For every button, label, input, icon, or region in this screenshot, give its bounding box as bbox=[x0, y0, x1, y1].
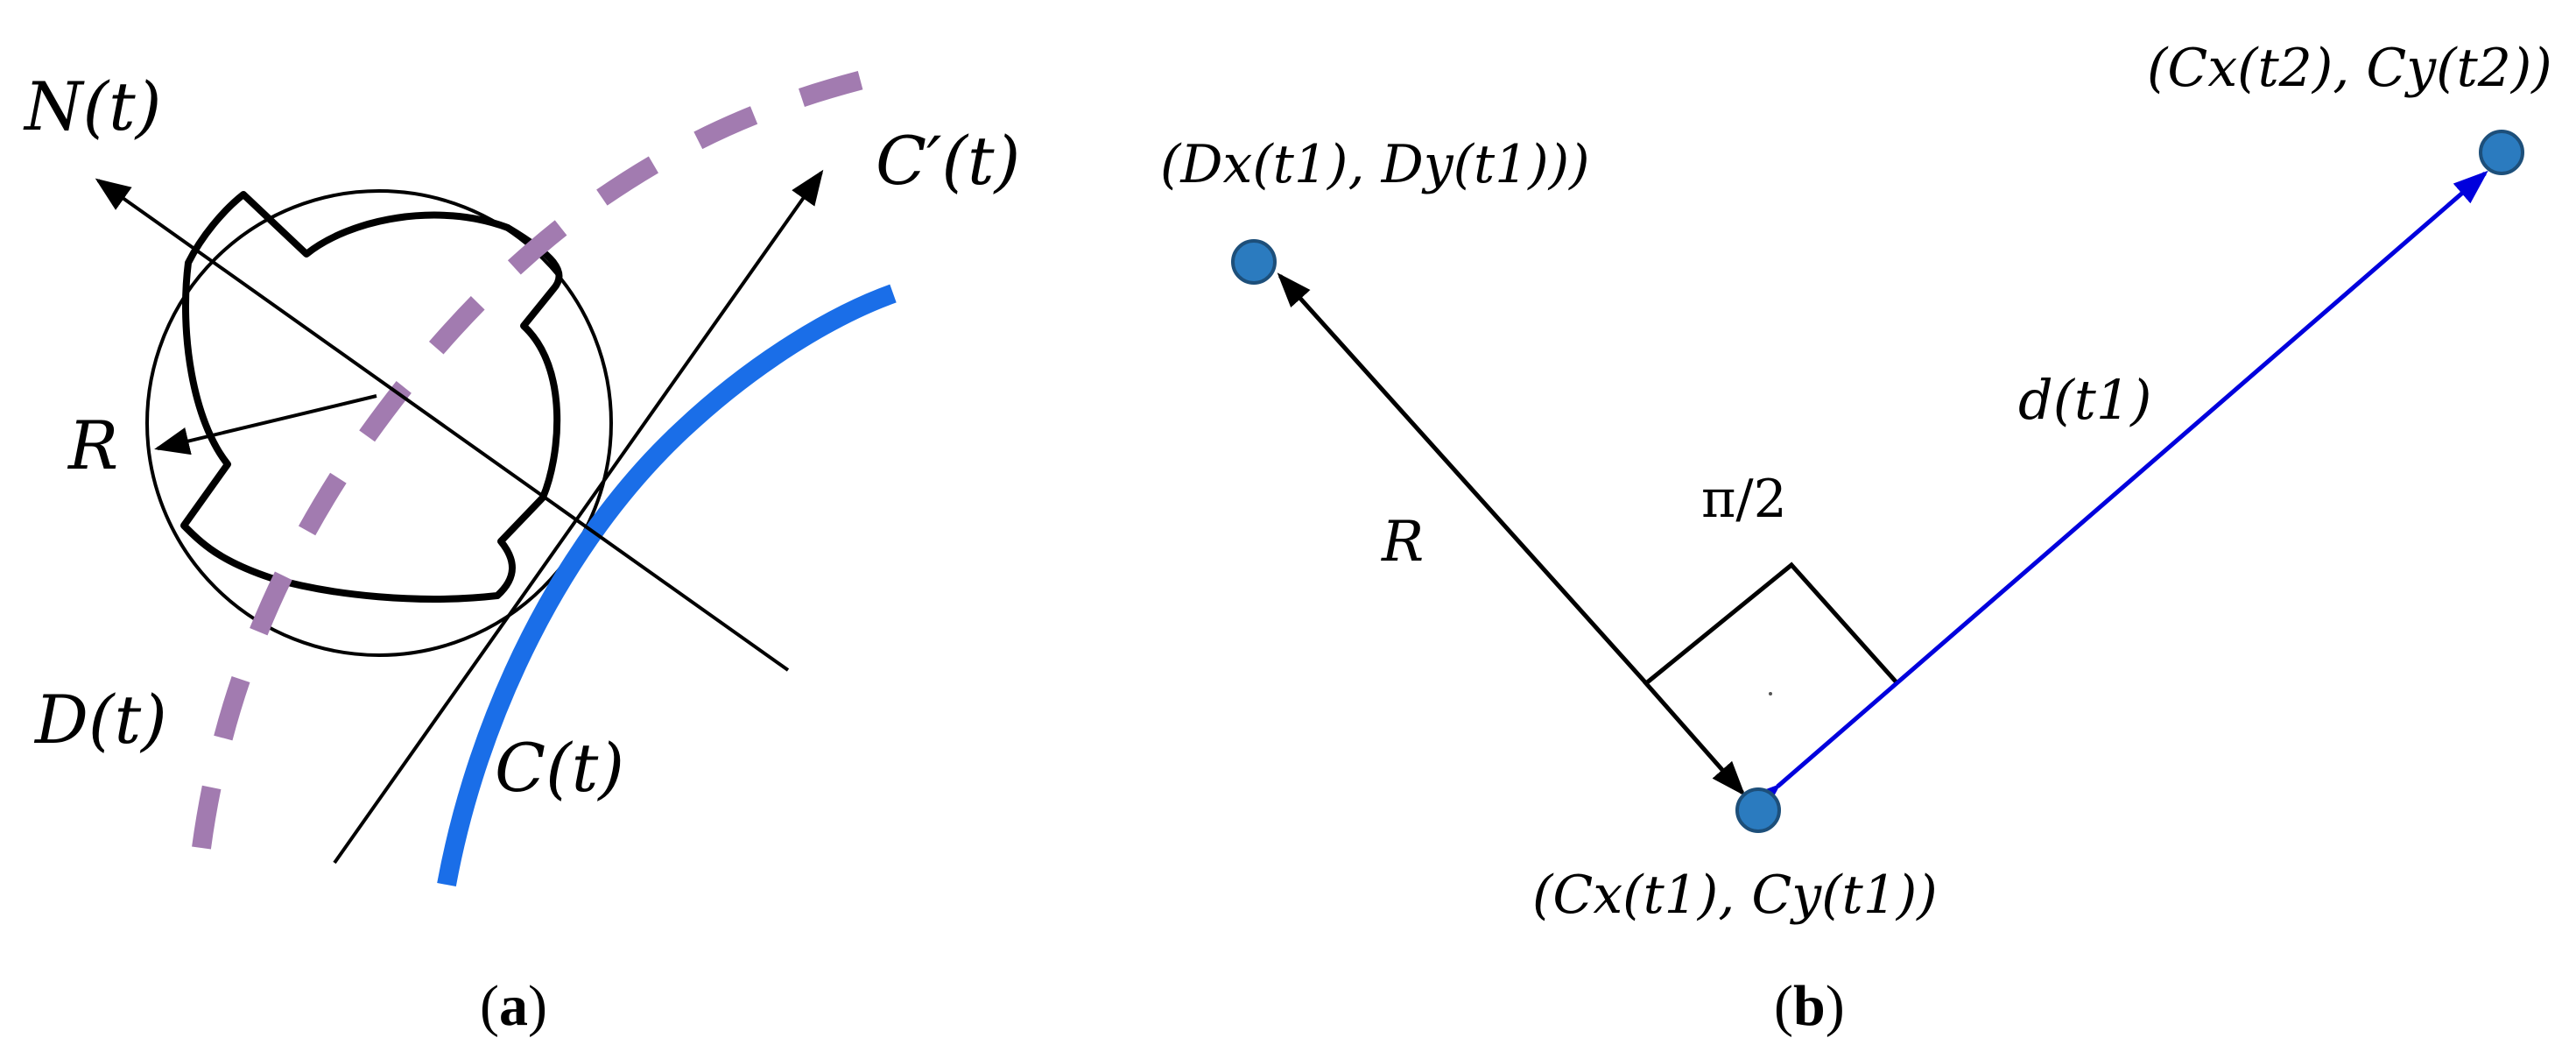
label-R: R bbox=[1381, 510, 1424, 575]
label-radius: R bbox=[67, 406, 118, 484]
panel-a: N(t) C′(t) R D(t) C(t) (a) bbox=[23, 60, 1020, 1038]
radius-vector-lower bbox=[1643, 680, 1746, 796]
right-angle-dot bbox=[1769, 692, 1772, 695]
point-C2 bbox=[2479, 130, 2524, 175]
label-distance: d(t1) bbox=[2018, 368, 2151, 432]
tool-path-curve bbox=[192, 60, 904, 850]
tool-circle bbox=[145, 189, 613, 657]
point-C1 bbox=[1735, 787, 1781, 833]
point-D bbox=[1231, 239, 1277, 285]
radius-vector bbox=[1277, 272, 1648, 685]
label-curve: C(t) bbox=[495, 729, 624, 807]
contour-curve bbox=[437, 284, 897, 886]
caption-a: (a) bbox=[480, 974, 547, 1038]
label-point-C1: (Cx(t1), Cy(t1)) bbox=[1532, 865, 1938, 926]
panel-b: (Dx(t1), Dy(t1))) (Cx(t2), Cy(t2)) (Cx(t… bbox=[1160, 38, 2552, 1038]
label-point-D: (Dx(t1), Dy(t1))) bbox=[1160, 134, 1590, 195]
caption-b: (b) bbox=[1774, 974, 1845, 1038]
normal-arrow bbox=[95, 178, 790, 672]
label-angle: π/2 bbox=[1701, 469, 1787, 530]
distance-vector bbox=[1745, 170, 2488, 817]
label-point-C2: (Cx(t2), Cy(t2)) bbox=[2147, 38, 2552, 99]
tangent-arrow bbox=[333, 169, 824, 865]
label-tool-path: D(t) bbox=[33, 681, 167, 759]
label-tangent: C′(t) bbox=[876, 122, 1020, 200]
cutter-outline bbox=[180, 191, 563, 603]
right-angle-marker bbox=[1644, 561, 1897, 685]
label-normal: N(t) bbox=[23, 67, 161, 145]
radius-arrow bbox=[154, 394, 377, 455]
